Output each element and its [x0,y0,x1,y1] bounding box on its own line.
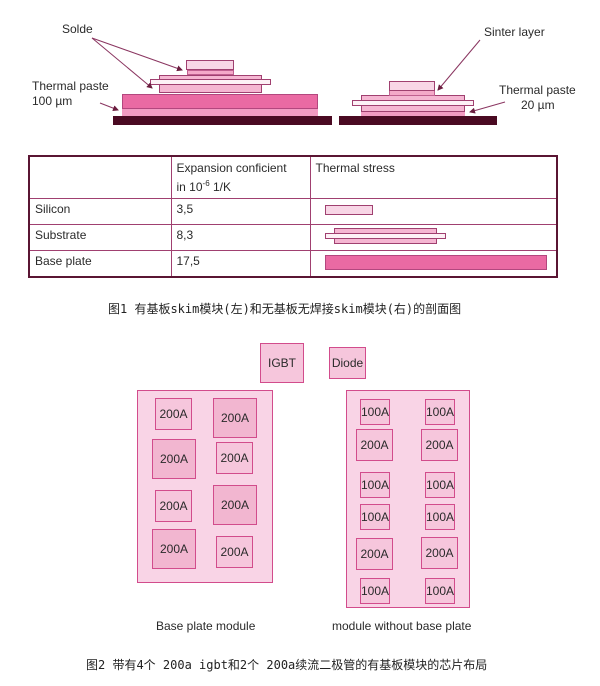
paste-right-arrow [469,101,506,114]
left-base-plate [122,94,318,109]
stress-bar-base-plate [324,255,547,270]
chip-igbt: 200A [213,398,257,438]
chip-igbt: 200A [152,529,196,569]
chip-diode: 200A [216,442,253,474]
chip-diode: 200A [155,490,192,522]
material-name: Silicon [28,198,172,225]
table-row: Substrate 8,3 [28,224,558,251]
expansion-value: 3,5 [170,198,311,225]
left-thermal-paste [122,108,318,116]
left-heatsink [113,116,332,125]
label-base-plate-module: Base plate module [156,619,256,633]
chip-100a: 100A [360,472,390,498]
material-name: Substrate [28,224,172,251]
chip-200a: 200A [356,538,393,570]
chip-igbt: 200A [213,485,257,525]
stress-illustration-substrate [309,224,558,251]
chip-igbt: 200A [152,439,196,479]
left-solder [187,70,234,75]
header-expansion-unit-prefix: in 10 [176,180,203,194]
chip-200a: 200A [421,537,458,569]
right-thermal-paste [361,111,465,116]
annotation-arrows [91,37,506,114]
right-heatsink [339,116,497,125]
solder-arrow-2 [91,37,153,89]
chip-100a: 100A [425,399,455,425]
label-module-without-base-plate: module without base plate [332,619,472,633]
table-row: Base plate 17,5 [28,250,558,278]
chip-100a: 100A [360,504,390,530]
header-expansion-unit-suffix: 1/K [209,180,232,194]
header-expansion-unit-exp: -6 [202,179,210,188]
label-thermal-paste-left-thickness: 100 µm [32,94,73,108]
right-chip [389,81,435,91]
chip-diode: 200A [155,398,192,430]
label-thermal-paste-left: Thermal paste [32,79,109,93]
module-without-base-plate: 100A 100A 200A 200A 100A 100A 100A 100A … [346,390,470,608]
solder-arrow-1 [91,37,183,72]
figure1-caption: 图1 有基板skim模块(左)和无基板无焊接skim模块(右)的剖面图 [108,302,462,316]
stress-bar-substrate-bottom [333,238,437,244]
chip-200a: 200A [421,429,458,461]
left-substrate-top [159,75,262,80]
chip-100a: 100A [360,578,390,604]
legend-igbt: IGBT [260,343,304,383]
chip-100a: 100A [425,472,455,498]
legend-diode: Diode [329,347,366,379]
header-expansion: Expansion conficient in 10-6 1/K [170,155,311,199]
label-thermal-paste-right: Thermal paste [499,83,576,97]
label-sinter-layer: Sinter layer [484,25,545,39]
chip-diode: 200A [216,536,253,568]
paste-left-arrow [99,102,119,111]
expansion-value: 17,5 [170,250,311,278]
chip-200a: 200A [356,429,393,461]
expansion-value: 8,3 [170,224,311,251]
sinter-arrow [437,39,481,91]
label-thermal-paste-right-thickness: 20 µm [521,98,555,112]
table-header-row: Expansion conficient in 10-6 1/K Thermal… [28,155,558,199]
label-solder: Solde [62,22,93,36]
stress-illustration-base-plate [309,250,558,278]
header-material [28,155,172,199]
header-thermal-stress: Thermal stress [309,155,558,199]
stress-illustration-silicon [309,198,558,225]
base-plate-module: 200A 200A 200A 200A 200A 200A 200A 200A [137,390,273,583]
chip-100a: 100A [425,504,455,530]
chip-100a: 100A [425,578,455,604]
stress-bar-silicon [324,205,373,215]
figure2-caption: 图2 带有4个 200a igbt和2个 200a续流二极管的有基板模块的芯片布… [86,658,488,672]
table-row: Silicon 3,5 [28,198,558,225]
material-name: Base plate [28,250,172,278]
chip-100a: 100A [360,399,390,425]
header-expansion-title: Expansion conficient [176,161,287,175]
left-chip [186,60,234,70]
material-properties-table: Expansion conficient in 10-6 1/K Thermal… [28,155,558,278]
